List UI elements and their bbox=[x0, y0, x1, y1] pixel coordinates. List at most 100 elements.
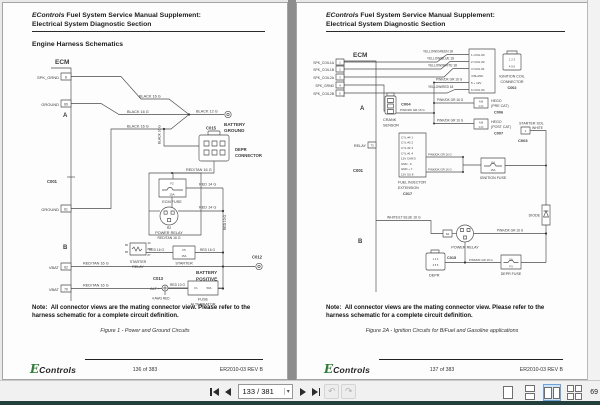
crank-sensor-2: SENSOR bbox=[383, 124, 399, 128]
alt-plus-label: ALT + bbox=[150, 287, 161, 291]
hego-pre-1: HEGO bbox=[491, 99, 502, 103]
battery-ground-1: BATTERY bbox=[224, 122, 245, 127]
previous-page-button[interactable] bbox=[223, 386, 233, 398]
note-text: Note: All connector views are the mating… bbox=[32, 305, 251, 319]
section-b: B bbox=[358, 239, 363, 245]
two-page-continuous-icon bbox=[566, 385, 582, 400]
header-brand: EControls bbox=[32, 12, 65, 19]
wire-black16-2: BLACK 16 G bbox=[127, 110, 149, 114]
last-page-button[interactable] bbox=[310, 386, 323, 398]
continuous-view-button[interactable] bbox=[521, 384, 539, 401]
ecm-fuse-label: ECM FUSE bbox=[162, 200, 182, 204]
two-page-icon bbox=[544, 386, 552, 399]
hego-pre-pins-2: C D bbox=[479, 104, 484, 108]
wire-red14-1: RED 14 G bbox=[199, 183, 216, 187]
fuse-alternator-2: ALTERNATOR bbox=[191, 303, 216, 307]
next-page-button[interactable] bbox=[298, 386, 308, 398]
pin-relay-label: RELAY bbox=[354, 144, 367, 148]
pin-coil2b-num: 5 bbox=[339, 92, 341, 96]
coil-row-5: 5 + 12V bbox=[471, 81, 481, 85]
left-diagram-wires bbox=[51, 68, 255, 301]
zoom-level-value[interactable]: 69 bbox=[590, 389, 598, 396]
right-diagram-wires bbox=[344, 55, 546, 293]
fuse-f4-amp: 15A bbox=[491, 168, 496, 172]
power-relay-label: POWER RELAY bbox=[451, 246, 479, 250]
right-diagram-shapes bbox=[336, 49, 550, 270]
fuse-f3-amp: 5A bbox=[509, 257, 513, 261]
two-page-view-button[interactable] bbox=[543, 384, 562, 401]
fuse-f3: F3 bbox=[509, 264, 513, 268]
econtrols-logo-e: E bbox=[324, 362, 334, 376]
depr-label: DEPR bbox=[429, 274, 440, 278]
pin-spk-grnd-label: SPK_GRND bbox=[37, 75, 59, 80]
pin-coil1b-label: SPK_COIL1B bbox=[313, 68, 334, 72]
connector-c007: C007 bbox=[494, 132, 503, 136]
econtrols-logo-text: Controls bbox=[39, 365, 77, 375]
page-gap bbox=[288, 0, 296, 380]
previous-view-button[interactable]: ↶ bbox=[324, 384, 340, 399]
next-view-button[interactable]: ↷ bbox=[341, 384, 357, 399]
left-diagram-shapes bbox=[61, 73, 262, 295]
fuel-injector-2: EXTENSION bbox=[398, 186, 419, 190]
header-title: EControls Fuel System Service Manual Sup… bbox=[32, 12, 201, 19]
hego-pre-pins-1: A B bbox=[479, 99, 483, 103]
fuse-f1: F1 bbox=[194, 286, 198, 290]
vertical-scrollbar[interactable] bbox=[587, 0, 600, 380]
connector-c012: C012 bbox=[252, 255, 263, 260]
previous-page-icon bbox=[224, 387, 231, 396]
footer-rule bbox=[379, 359, 563, 360]
coil-row-3: 3 COIL #1 bbox=[471, 67, 485, 71]
wire-redtan-3: RED/TAN 16 G bbox=[83, 262, 109, 266]
battery-positive-2: POSITIVE bbox=[196, 277, 217, 282]
relay-pin-30: 30 bbox=[148, 241, 151, 245]
pin-coil2b-label: SPK_COIL2B bbox=[313, 92, 334, 96]
connector-c001: C001 bbox=[353, 168, 364, 173]
inj-row-4: CYL #1 4 bbox=[401, 151, 413, 155]
single-page-view-button[interactable] bbox=[499, 384, 517, 401]
pin-vbat2-label: VBAT bbox=[49, 287, 60, 292]
wire-yellow-white: YELLOW/WHITE 18 bbox=[428, 64, 457, 68]
ecm-label: ECM bbox=[55, 59, 69, 66]
relay-r2: R2 bbox=[167, 226, 171, 230]
ignition-coil-1: IGNITION COIL bbox=[499, 75, 524, 79]
relay-pin-87: 87 bbox=[148, 253, 151, 257]
page-indicator-value: 133 / 381 bbox=[242, 387, 274, 396]
pin-vbat2-num: 70 bbox=[64, 288, 68, 292]
depr-conn-nums-1: 1 2 3 bbox=[433, 257, 439, 261]
wire-pink-1: PINK/DK GR 16 G bbox=[436, 78, 463, 82]
fuse-alternator-1: FUSE bbox=[198, 298, 209, 302]
fuse-f5-amp: 15A bbox=[182, 254, 187, 258]
note-label: Note: bbox=[32, 305, 48, 311]
wire-black16-vert: BLACK 16 G bbox=[158, 125, 162, 144]
fuse-f2-amp: 15A bbox=[169, 193, 174, 197]
wire-redtan-4: RED/TAN 16 G bbox=[83, 284, 109, 288]
pin-spkgrnd-num: 4 bbox=[339, 84, 341, 88]
footer-page-number: 136 of 383 bbox=[132, 367, 158, 373]
hego-post-1: HEGO bbox=[491, 120, 502, 124]
connector-c002: C002 bbox=[507, 86, 516, 90]
wire-awg: 4 AWG RED bbox=[152, 297, 170, 301]
depr-fuse-label: DEPR FUSE bbox=[501, 272, 522, 276]
footer-doc-number: ER2010-03 REV B bbox=[519, 367, 563, 373]
page-number-input[interactable]: 133 / 381 ▾ bbox=[237, 384, 293, 399]
econtrols-logo-text: Controls bbox=[333, 365, 371, 375]
header-brand: EControls bbox=[326, 12, 359, 19]
wire-redtan-2: RED/TAN 16 G bbox=[158, 236, 181, 240]
inj-row-6: GND - 6 bbox=[401, 162, 412, 166]
page-dropdown-caret-icon[interactable]: ▾ bbox=[283, 388, 292, 395]
footer-rule bbox=[85, 359, 263, 360]
connector-c003: C003 bbox=[518, 138, 528, 143]
hego-post-2: (POST CAT) bbox=[491, 125, 511, 129]
pin-spk-grnd-num: 8 bbox=[65, 76, 67, 80]
page-navigation-group: 133 / 381 ▾ ↶ ↷ bbox=[208, 384, 357, 399]
two-page-continuous-view-button[interactable] bbox=[565, 384, 583, 401]
econtrols-logo: EControls bbox=[324, 360, 370, 378]
first-page-button[interactable] bbox=[208, 386, 221, 398]
wire-red10-2: RED 10 G bbox=[170, 283, 185, 287]
depr-connector-1: DEPR bbox=[235, 147, 247, 152]
pin-vbat1-num: 62 bbox=[64, 266, 68, 270]
wire-pink-hego2: PINK/DK GR 16 G bbox=[437, 119, 464, 123]
pin-vbat1-label: VBAT bbox=[49, 265, 60, 270]
wire-black12: BLACK 12 G bbox=[196, 110, 218, 114]
bottom-toolbar: 133 / 381 ▾ ↶ ↷ 69 bbox=[0, 380, 600, 402]
